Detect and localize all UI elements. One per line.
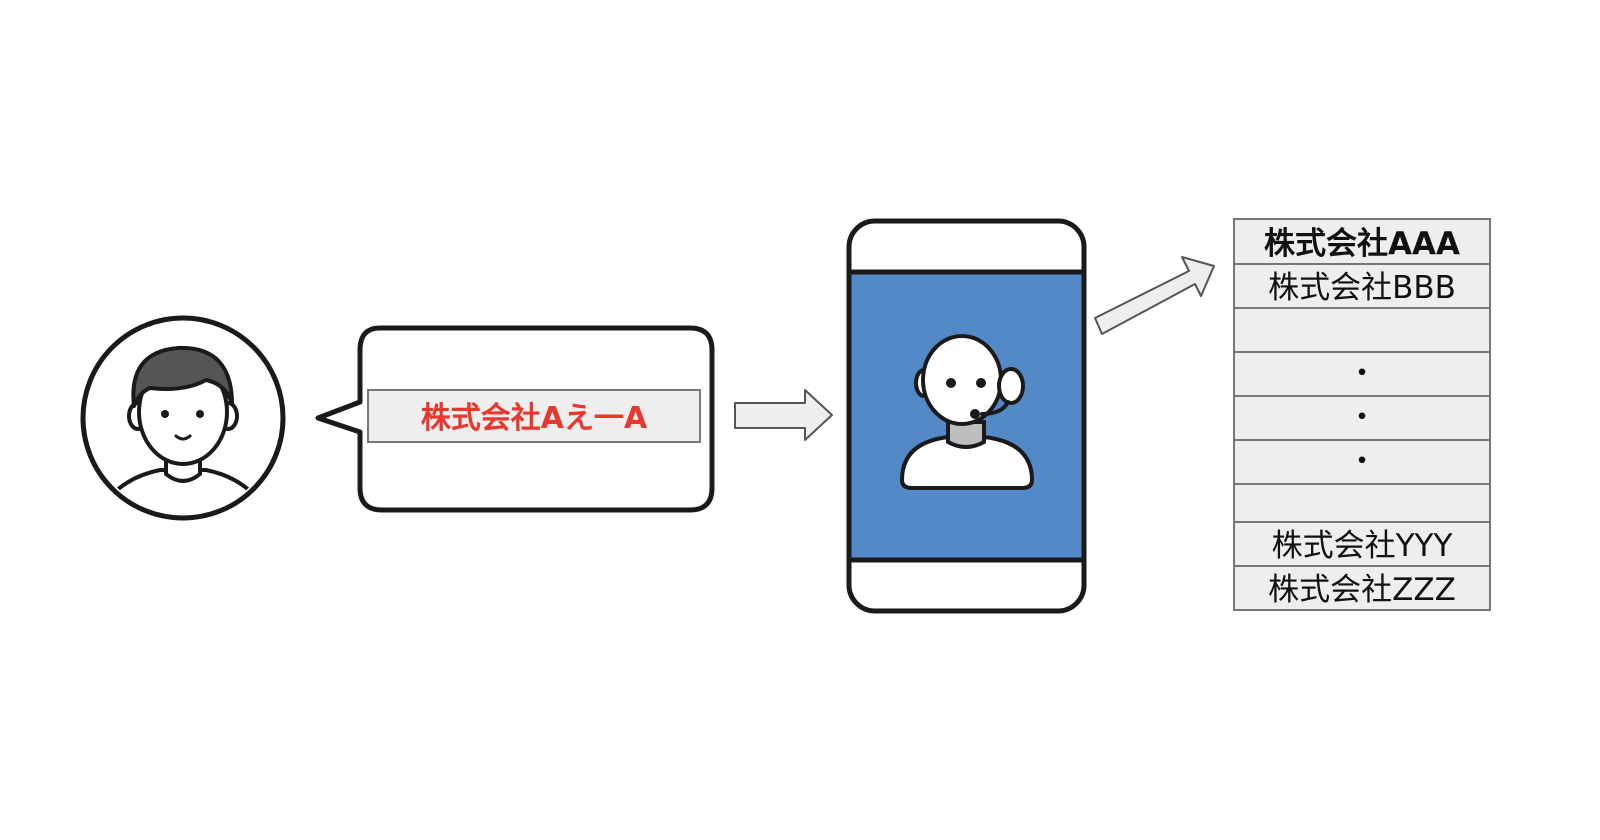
right-arrow-icon-diagonal bbox=[1094, 256, 1215, 335]
company-list: 株式会社AAA 株式会社BBB ・ ・ ・ 株式会社YYY 株式会社ZZZ bbox=[1233, 218, 1491, 611]
list-item: 株式会社AAA bbox=[1264, 226, 1460, 262]
hair-shape bbox=[131, 345, 234, 408]
list-item: 株式会社BBB bbox=[1268, 270, 1456, 306]
speech-bubble: 株式会社Aえ一A bbox=[315, 325, 715, 513]
list-item-ellipsis: ・ bbox=[1347, 356, 1378, 392]
list-item-ellipsis: ・ bbox=[1347, 444, 1378, 480]
robot-operator-headset-icon bbox=[899, 334, 1035, 490]
right-arrow-icon bbox=[734, 389, 833, 441]
list-item: 株式会社ZZZ bbox=[1268, 572, 1456, 608]
list-item: 株式会社YYY bbox=[1272, 528, 1453, 564]
speech-text-box bbox=[367, 389, 701, 443]
user-avatar-icon bbox=[80, 315, 286, 521]
list-item-ellipsis: ・ bbox=[1347, 400, 1378, 436]
speech-text: 株式会社Aえ一A bbox=[421, 401, 648, 436]
